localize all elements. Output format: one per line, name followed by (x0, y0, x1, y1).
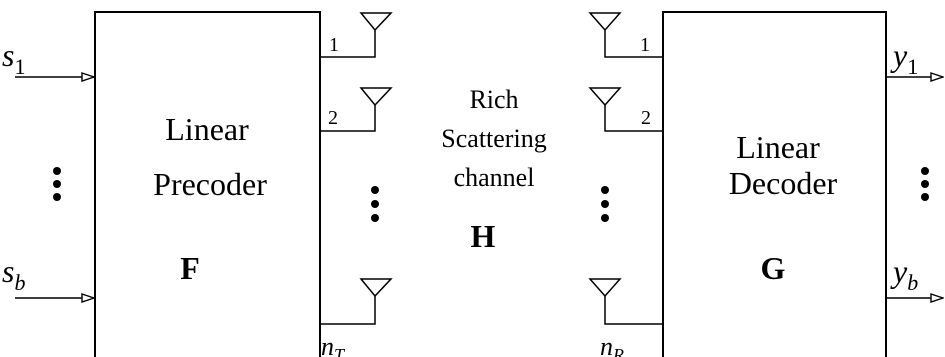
channel-label-line1: Rich (469, 85, 518, 114)
tx-antenna-1 (320, 12, 393, 58)
rx-antenna-2 (588, 87, 663, 132)
rx-antenna-nr-label: nR (600, 332, 624, 357)
input-ellipsis (53, 167, 61, 201)
output-y1-label: y1 (890, 37, 918, 79)
decoder-label-line1: Linear (736, 129, 820, 165)
decoder-matrix-symbol: G (761, 250, 786, 286)
input-sb-label: sb (2, 253, 25, 295)
decoder-block (662, 11, 887, 357)
rx-antenna-nr (588, 278, 663, 325)
precoder-matrix-symbol: F (180, 250, 200, 286)
output-yb-label: yb (890, 253, 918, 295)
channel-matrix-symbol: H (471, 218, 496, 254)
precoder-label-line1: Linear (165, 111, 249, 147)
tx-antenna-2 (320, 87, 393, 132)
precoder-block (94, 11, 321, 357)
tx-antenna-2-label: 2 (328, 107, 338, 129)
rx-antenna-2-label: 2 (641, 107, 651, 129)
precoder-label-line2: Precoder (153, 166, 267, 202)
tx-antenna-1-label: 1 (329, 34, 339, 56)
tx-antenna-nt-label: nT (321, 332, 346, 357)
rx-antenna-1 (588, 12, 663, 58)
input-s1-label: s1 (2, 37, 25, 79)
rx-antenna-ellipsis (601, 186, 609, 222)
rx-antenna-1-label: 1 (640, 34, 650, 56)
output-ellipsis (921, 167, 929, 201)
channel-label-line2: Scattering (441, 124, 546, 153)
channel-label-line3: channel (454, 163, 535, 192)
tx-antenna-nt (320, 278, 393, 325)
decoder-label-line2: Decoder (729, 165, 838, 201)
tx-antenna-ellipsis (371, 186, 379, 222)
